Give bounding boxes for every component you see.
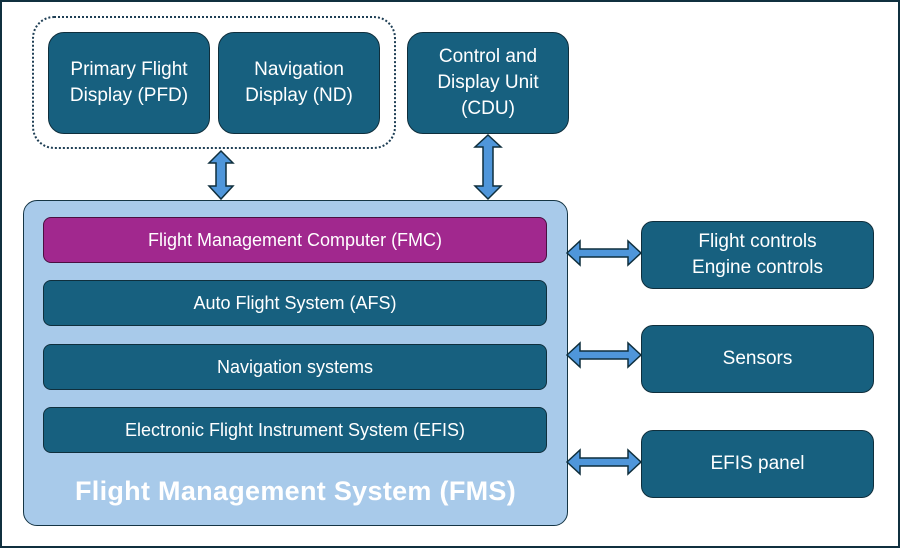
navigation-systems-label: Navigation systems: [216, 356, 374, 377]
nd-label-line2: Display (ND): [245, 85, 353, 106]
cdu-label-line3: (CDU): [461, 98, 515, 119]
fmc-bar: Flight Management Computer (FMC): [43, 217, 547, 263]
pfd-box: Primary Flight Display (PFD): [48, 32, 210, 134]
afs-label: Auto Flight System (AFS): [193, 292, 397, 313]
fms-title: Flight Management System (FMS): [74, 476, 517, 506]
pfd-label-line1: Primary Flight: [70, 59, 188, 80]
nd-label-line1: Navigation: [254, 59, 344, 80]
cdu-box: Control and Display Unit (CDU): [407, 32, 569, 134]
sensors-box: Sensors: [641, 325, 874, 393]
controls-box: Flight controls Engine controls: [641, 221, 874, 289]
navigation-systems-bar: Navigation systems: [43, 344, 547, 390]
cdu-label-line2: Display Unit: [437, 72, 539, 93]
afs-bar: Auto Flight System (AFS): [43, 280, 547, 326]
display-group: [32, 16, 396, 149]
sensors-label: Sensors: [722, 348, 793, 369]
pfd-label-line2: Display (PFD): [69, 85, 189, 106]
controls-label-line2: Engine controls: [692, 257, 823, 278]
efis-bar: Electronic Flight Instrument System (EFI…: [43, 407, 547, 453]
efis-panel-label: EFIS panel: [710, 453, 805, 474]
efis-label: Electronic Flight Instrument System (EFI…: [124, 419, 466, 440]
fmc-label: Flight Management Computer (FMC): [147, 229, 443, 250]
controls-label-line1: Flight controls: [698, 231, 817, 252]
nd-box: Navigation Display (ND): [218, 32, 380, 134]
cdu-label-line1: Control and: [438, 46, 538, 67]
efis-panel-box: EFIS panel: [641, 430, 874, 498]
